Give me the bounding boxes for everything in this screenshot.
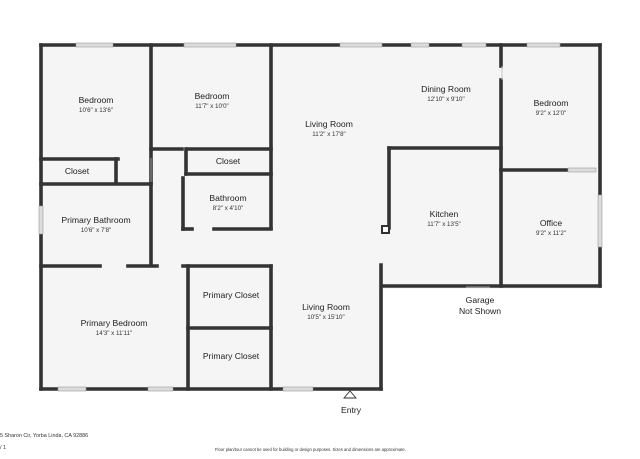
room-name-bedroom-3: Bedroom [534, 98, 569, 108]
door-lines [150, 66, 503, 288]
room-name-primary-closet-1: Primary Closet [203, 290, 260, 300]
room-dims-primary-bathroom: 10'6" x 7'8" [81, 227, 112, 234]
footer-address: 5 Sharon Cir, Yorba Linda, CA 92886 [0, 433, 89, 439]
room-name-closet-1: Closet [65, 166, 90, 176]
room-name-primary-closet-2: Primary Closet [203, 351, 260, 361]
room-name-kitchen: Kitchen [430, 209, 459, 219]
room-dims-primary-bedroom: 14'3" x 11'11" [96, 330, 132, 337]
footer-code: / 1 [0, 445, 6, 451]
room-name-bedroom-1: Bedroom [79, 95, 114, 105]
room-dims-dining-room: 12'10" x 9'10" [427, 96, 464, 103]
entry-arrow-icon [343, 390, 357, 399]
walls [39, 43, 602, 391]
room-name-bathroom: Bathroom [209, 193, 246, 203]
room-name-living-room-2: Living Room [302, 302, 350, 312]
footer-disclaimer: Floor plan/tour cannot be used for build… [215, 447, 406, 452]
room-dims-bedroom-3: 9'2" x 12'0" [536, 110, 567, 117]
room-labels: Bedroom 10'6" x 13'6" Bedroom 11'7" x 10… [61, 84, 568, 415]
room-dims-living-room-2: 10'5" x 15'10" [307, 314, 344, 321]
floor-area [41, 45, 601, 390]
room-name-living-room-1: Living Room [305, 119, 353, 129]
room-dims-bedroom-2: 11'7" x 10'0" [195, 103, 228, 110]
garage-label: Garage [466, 295, 495, 305]
room-dims-office: 9'2" x 11'2" [536, 230, 566, 237]
entry-label: Entry [341, 405, 362, 415]
garage-not-shown-label: Not Shown [459, 306, 501, 316]
room-name-primary-bedroom: Primary Bedroom [81, 318, 148, 328]
room-name-closet-2: Closet [216, 156, 241, 166]
windows [38, 42, 603, 392]
room-dims-kitchen: 11'7" x 13'5" [427, 221, 460, 228]
room-name-dining-room: Dining Room [421, 84, 471, 94]
kitchen-fixture [381, 225, 390, 234]
room-name-office: Office [540, 218, 563, 228]
room-dims-living-room-1: 11'2" x 17'8" [312, 131, 345, 138]
room-name-primary-bathroom: Primary Bathroom [61, 215, 130, 225]
room-dims-bedroom-1: 10'6" x 13'6" [79, 107, 113, 114]
room-dims-bathroom: 8'2" x 4'10" [213, 205, 244, 212]
room-name-bedroom-2: Bedroom [195, 91, 230, 101]
